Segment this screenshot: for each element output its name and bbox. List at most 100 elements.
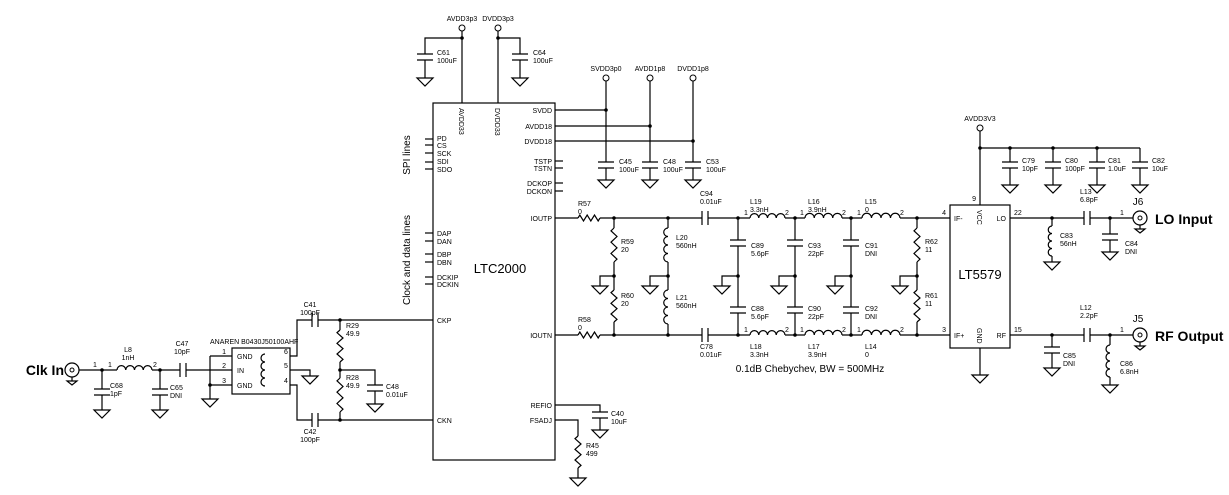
- ground-icon: [1042, 258, 1062, 271]
- junction-dot: [612, 216, 616, 220]
- r45-value: 499: [586, 451, 598, 458]
- pin-label-n9: 9: [972, 196, 976, 203]
- wire: [649, 275, 668, 282]
- avdd3v3-power-terminal: [976, 124, 984, 132]
- c65-capacitor: [152, 388, 168, 396]
- clk-in-label: Clk In: [26, 362, 64, 378]
- r58-ref: R58: [578, 317, 591, 324]
- zigzag: [574, 435, 582, 469]
- junction-dot: [1051, 146, 1055, 150]
- gap: [1084, 328, 1090, 342]
- junction-dot: [612, 274, 616, 278]
- plates: [701, 328, 709, 342]
- ground-icon: [510, 74, 530, 87]
- pin-label-one: 1: [1120, 327, 1124, 334]
- c48-supply-capacitor: [642, 161, 658, 169]
- r57-resistor: [577, 213, 601, 223]
- shield-ground: [1133, 342, 1147, 351]
- gap: [843, 240, 859, 246]
- junction-dot: [1050, 333, 1054, 337]
- c64-value: 100uF: [533, 58, 553, 65]
- lo-input-label: LO Input: [1155, 211, 1213, 227]
- pin-label-avdd18: AVDD18: [525, 124, 552, 131]
- c78-ref: C78: [700, 344, 713, 351]
- c82-ref: C82: [1152, 158, 1165, 165]
- gap: [685, 162, 701, 168]
- ground-icon: [1043, 181, 1063, 194]
- l17-ref: L17: [808, 344, 820, 351]
- junction-dot: [338, 318, 342, 322]
- r58-resistor: [577, 330, 601, 340]
- lt5579-label: LT5579: [958, 267, 1001, 282]
- junction-dot: [666, 333, 670, 337]
- r60-ref: R60: [621, 293, 634, 300]
- ground-symbol: [1000, 181, 1020, 194]
- zigzag: [577, 330, 601, 340]
- coil: [663, 227, 669, 263]
- plates: [1132, 161, 1148, 169]
- pin-label-one: 1: [93, 362, 97, 369]
- pin-label-dckin: DCKIN: [437, 282, 459, 289]
- c92-value: DNI: [865, 314, 877, 321]
- pin-label-lo: LO: [997, 216, 1007, 223]
- gap: [1045, 162, 1061, 168]
- plates: [367, 384, 383, 392]
- r28-value: 49.9: [346, 383, 360, 390]
- c48-clk-ref: C48: [386, 384, 399, 391]
- gap: [1044, 347, 1060, 353]
- plates: [701, 211, 709, 225]
- ground-icon: [640, 176, 660, 189]
- ground-icon: [1042, 364, 1062, 377]
- plates: [512, 53, 528, 61]
- ground-symbol: [590, 282, 610, 295]
- r59-value: 20: [621, 247, 629, 254]
- ground-icon: [1100, 248, 1120, 261]
- plates: [94, 388, 110, 396]
- junction-dot: [793, 333, 797, 337]
- junction-dot: [849, 274, 853, 278]
- r57-ref: R57: [578, 201, 591, 208]
- pin-label-if-plus: IF+: [954, 333, 964, 340]
- junction-dot: [1095, 146, 1099, 150]
- pin-label-one: 1: [744, 210, 748, 217]
- c68-value: 1pF: [110, 391, 122, 398]
- pin-label-gnd: GND: [975, 328, 982, 344]
- l18-inductor: [749, 330, 786, 336]
- c80-ref: C80: [1065, 158, 1078, 165]
- c61-ref: C61: [437, 50, 450, 57]
- gap: [94, 389, 110, 395]
- pin-label-tstp: TSTP: [534, 159, 552, 166]
- pin-label-sdo: SDO: [437, 167, 453, 174]
- ground-icon: [590, 282, 610, 295]
- ground-symbol: [568, 474, 588, 487]
- gap: [1089, 162, 1105, 168]
- coil: [1105, 344, 1111, 378]
- plates: [843, 239, 859, 247]
- c45-ref: C45: [619, 159, 632, 166]
- c61-value: 100uF: [437, 58, 457, 65]
- zigzag: [913, 227, 921, 263]
- pin-label-n15: 15: [1014, 327, 1022, 334]
- l15-value: 0: [865, 207, 869, 214]
- pin-label-svdd: SVDD: [533, 108, 552, 115]
- ground-icon: [1087, 181, 1107, 194]
- junction-dot: [460, 36, 464, 40]
- ground-symbol: [712, 282, 732, 295]
- pin-label-vcc: VCC: [975, 210, 982, 225]
- l13-capacitor: [1083, 211, 1091, 225]
- ground-icon: [890, 282, 910, 295]
- c89-value: 5.6pF: [751, 251, 769, 258]
- clk-in-connector: [64, 362, 80, 386]
- c83-inductor: [1047, 225, 1053, 257]
- c82-value: 10uF: [1152, 166, 1168, 173]
- gap: [1002, 162, 1018, 168]
- net-svdd3p0: SVDD3p0: [590, 66, 621, 73]
- ground-symbol: [1043, 181, 1063, 194]
- c91-capacitor: [843, 239, 859, 247]
- ground-icon: [683, 176, 703, 189]
- plates: [592, 411, 608, 419]
- gap: [1132, 162, 1148, 168]
- c78-capacitor: [701, 328, 709, 342]
- ground-symbol: [640, 176, 660, 189]
- ground-icon: [365, 400, 385, 413]
